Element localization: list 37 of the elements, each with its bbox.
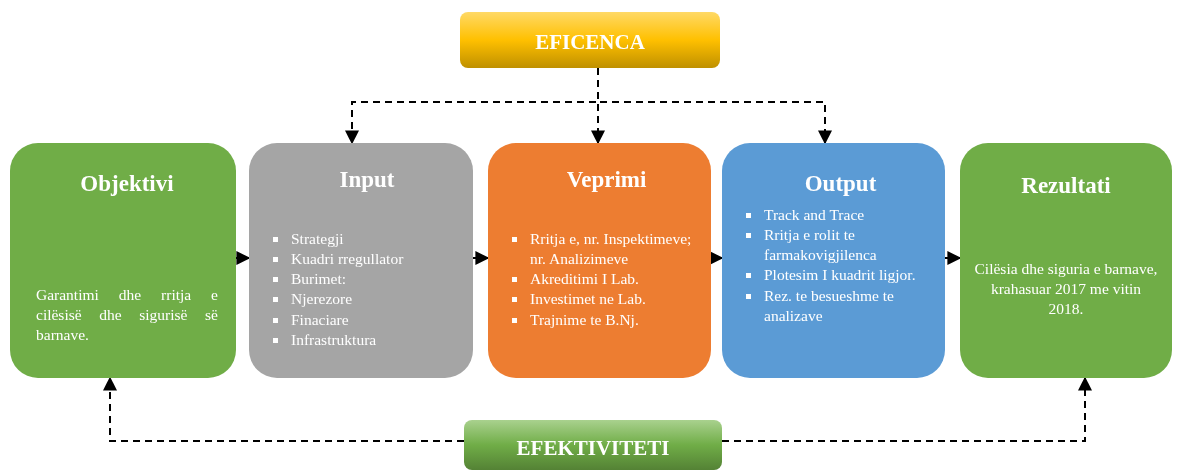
band-title: EFEKTIVITETI — [515, 436, 671, 461]
dashed-arrow — [597, 67, 832, 145]
dashed-arrow — [103, 376, 465, 442]
bullet-item: Njerezore — [269, 289, 465, 310]
process-box — [960, 143, 1172, 378]
process-box — [249, 143, 473, 378]
box-heading: Rezultati — [1020, 173, 1112, 199]
process-box — [722, 143, 945, 378]
box-text: Garantimi dhe rritja e cilësisë dhe sigurisë së barnave. — [36, 285, 218, 346]
arrow — [472, 251, 490, 265]
bullet-item: Trajnime te B.Nj. — [508, 309, 705, 330]
bullet-item: Akreditimi I Lab. — [508, 269, 705, 290]
bullet-item: Finaciare — [269, 309, 465, 330]
arrow — [944, 251, 962, 265]
arrow — [235, 251, 251, 265]
dashed-arrow — [721, 376, 1092, 442]
arrow — [709, 251, 724, 265]
bullet-item: Rritja e, nr. Inspektimeve; nr. Analizimeve — [508, 229, 705, 270]
bullet-item: Track and Trace — [742, 205, 939, 226]
title-band — [460, 12, 720, 68]
band-title: EFICENCA — [534, 30, 646, 55]
bullet-item: Rez. te besueshme te analizave — [742, 285, 939, 326]
box-heading: Input — [338, 167, 396, 193]
box-heading: Veprimi — [565, 167, 648, 193]
process-box — [488, 143, 711, 378]
bullet-item: Strategji — [269, 229, 465, 250]
title-band — [464, 420, 722, 470]
bullet-item: Plotesim I kuadrit ligjor. — [742, 265, 939, 286]
process-box — [10, 143, 236, 378]
bullet-item: Kuadri rregullator — [269, 249, 465, 270]
bullet-item: Rritja e rolit te farmakovigjilenca — [742, 225, 939, 266]
box-heading: Output — [803, 171, 878, 197]
box-text: Cilësia dhe siguria e barnave, krahasuar 2017 me vitin 2018. — [974, 259, 1158, 320]
bullet-item: Infrastruktura — [269, 329, 465, 350]
box-heading: Objektivi — [79, 171, 175, 197]
bullet-item: Investimet ne Lab. — [508, 289, 705, 310]
bullet-item: Burimet: — [269, 269, 465, 290]
